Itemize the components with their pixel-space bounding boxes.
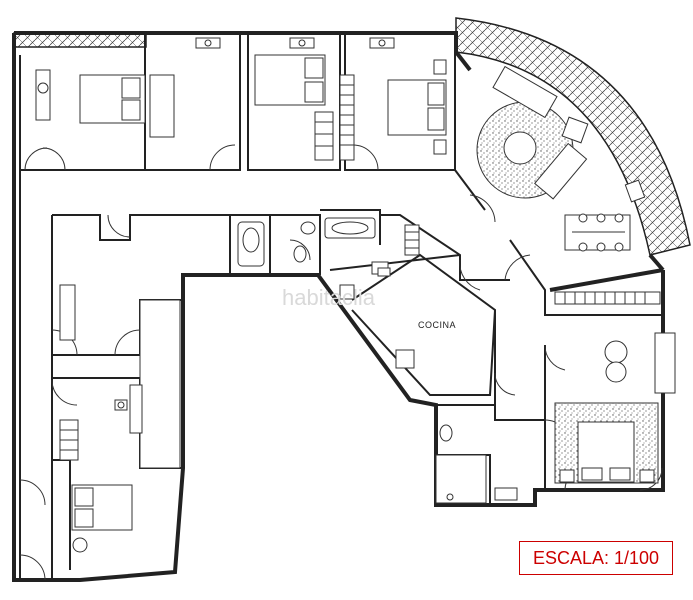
bed-master [554,291,676,484]
watermark: habitaclia [282,285,376,310]
bed-bedroom-2 [195,37,334,161]
bed-bedroom-4 [71,484,133,553]
kitchen [339,224,420,369]
left-bath-and-storage [59,284,181,469]
bath-master [435,424,518,504]
bed-bedroom-1 [35,69,175,138]
living-rug [476,65,646,252]
bathroom-center [237,217,376,267]
outer-walls [12,31,665,582]
terrace-top [13,32,147,48]
scale-label: ESCALA: 1/100 [532,547,660,568]
terrace-curved [455,17,691,256]
scale-box: ESCALA: 1/100 [519,541,673,575]
kitchen-label: COCINA [418,320,456,330]
bed-bedroom-3 [339,37,447,161]
